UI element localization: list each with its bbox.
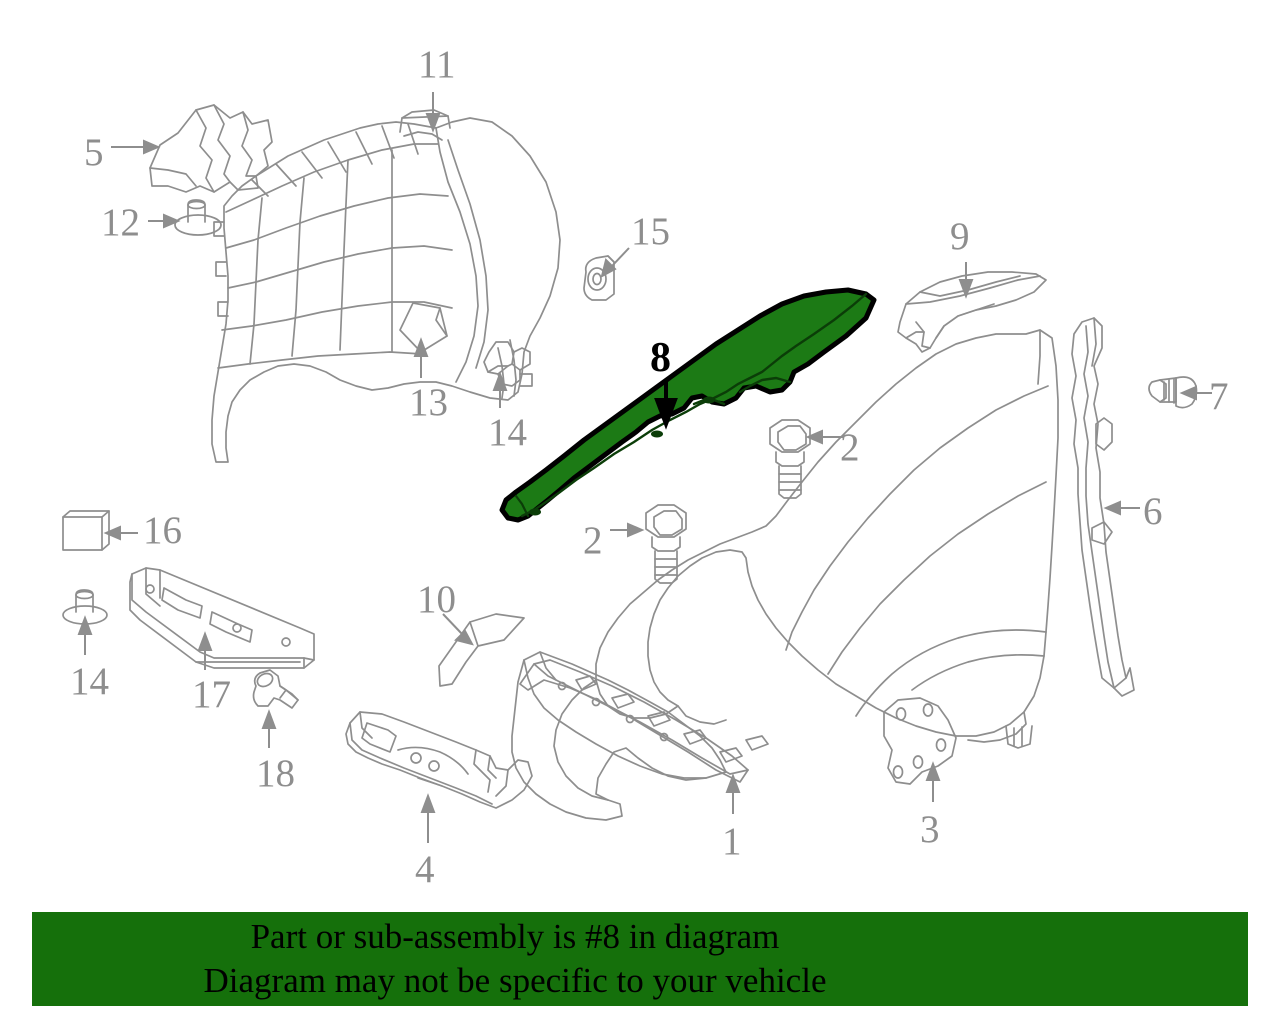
callout-label-9[interactable]: 9 (950, 215, 970, 258)
callout-label-14b[interactable]: 14 (70, 660, 109, 703)
part-4-shape (345, 711, 533, 809)
callout-label-11[interactable]: 11 (418, 43, 456, 86)
part-12-shape (174, 199, 222, 236)
arrow-18 (261, 709, 277, 748)
arrow-12 (148, 213, 181, 229)
arrow-13 (413, 337, 429, 378)
part-13-shape (399, 302, 448, 353)
arrow-1 (725, 773, 741, 814)
part-6-shape (1071, 317, 1135, 697)
banner-line-2: Diagram may not be specific to your vehi… (203, 961, 827, 1000)
callout-label-2b[interactable]: 2 (583, 519, 603, 562)
fender-panel-shape (595, 329, 1059, 749)
callout-label-8[interactable]: 8 (650, 335, 671, 381)
arrow-17 (197, 631, 213, 670)
callout-label-2a[interactable]: 2 (840, 426, 860, 469)
callout-label-18[interactable]: 18 (256, 752, 295, 795)
callout-label-16[interactable]: 16 (143, 509, 182, 552)
part-17-shape (129, 567, 315, 669)
inner-apron-shape (553, 679, 609, 801)
part-5-shape (149, 104, 273, 193)
part-1-shape (511, 651, 727, 821)
part-3-shape (883, 697, 957, 785)
callout-label-4[interactable]: 4 (415, 848, 435, 891)
callout-label-12[interactable]: 12 (101, 201, 140, 244)
arrow-14 (492, 371, 508, 408)
arrow-11 (425, 92, 441, 133)
part-18-shape (252, 669, 299, 709)
arrow-8 (654, 382, 678, 430)
part-14-shape (483, 341, 531, 387)
fender-rail-shape (519, 659, 769, 783)
arrow-2a (805, 429, 844, 445)
callout-label-7[interactable]: 7 (1209, 375, 1229, 418)
part-notice-banner: Part or sub-assembly is #8 in diagram Di… (32, 912, 1248, 1006)
callout-label-14[interactable]: 14 (488, 411, 527, 454)
arrow-2b (610, 522, 645, 538)
callout-label-15[interactable]: 15 (631, 210, 670, 253)
arrow-3 (925, 761, 941, 802)
callout-label-5[interactable]: 5 (84, 131, 104, 174)
callout-label-17[interactable]: 17 (192, 673, 231, 716)
arrow-7 (1179, 385, 1212, 401)
part-2a-bolt-shape (769, 419, 811, 499)
arrow-5 (111, 139, 161, 155)
exploded-parts-illustration (62, 92, 1212, 843)
arrow-14b (77, 615, 93, 655)
part-2b-bolt-shape (645, 504, 687, 584)
banner-line-1: Part or sub-assembly is #8 in diagram (250, 917, 780, 956)
callout-label-1[interactable]: 1 (722, 820, 742, 863)
arrow-10 (442, 613, 474, 646)
arrow-6 (1103, 500, 1140, 516)
part-8-highlighted-shape (499, 287, 877, 523)
diagram-canvas: 5 12 11 15 13 14 9 7 6 2 2 16 14 17 18 1… (62, 43, 1229, 891)
part-9-shape (897, 271, 1047, 353)
part-11-shape (211, 109, 561, 463)
part-15-shape (583, 255, 615, 301)
callout-label-3[interactable]: 3 (920, 808, 940, 851)
arrow-15 (600, 247, 630, 278)
arrow-4 (420, 793, 436, 843)
part-10-shape (438, 613, 525, 687)
arrow-9 (958, 262, 974, 299)
callout-label-10[interactable]: 10 (417, 578, 456, 621)
part-16-shape (62, 510, 110, 551)
callout-label-6[interactable]: 6 (1143, 490, 1163, 533)
callout-label-13[interactable]: 13 (409, 381, 448, 424)
arrow-16 (103, 525, 138, 541)
